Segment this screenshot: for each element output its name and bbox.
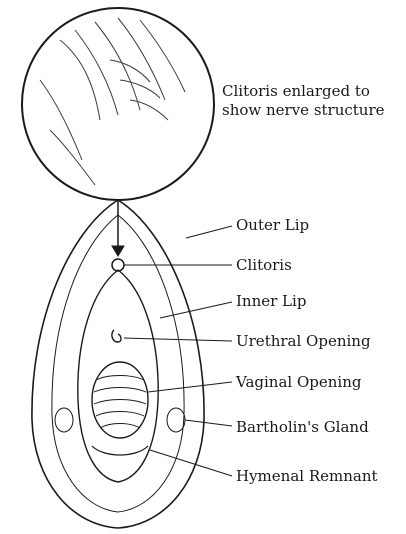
inset-nerve-texture bbox=[40, 18, 185, 185]
label-urethral-opening: Urethral Opening bbox=[236, 332, 371, 350]
label-outer-lip: Outer Lip bbox=[236, 216, 309, 234]
label-hymenal-remnant: Hymenal Remnant bbox=[236, 467, 378, 485]
inset-circle-outline bbox=[22, 8, 214, 200]
leader-hymenal-remnant bbox=[150, 450, 232, 476]
leader-bartholins-gland bbox=[185, 420, 232, 426]
inset-connector bbox=[112, 200, 124, 256]
connector-arrow-icon bbox=[112, 246, 124, 256]
label-bartholins-gland: Bartholin's Gland bbox=[236, 418, 369, 436]
inset-caption: Clitoris enlarged to show nerve structur… bbox=[222, 82, 385, 120]
bartholin-gland-left bbox=[55, 408, 73, 432]
label-clitoris: Clitoris bbox=[236, 256, 292, 274]
vaginal-opening-marker bbox=[92, 362, 148, 438]
inset-magnifier bbox=[22, 8, 214, 200]
leader-outer-lip bbox=[186, 226, 232, 238]
leader-vaginal-opening bbox=[148, 382, 232, 392]
leader-lines bbox=[124, 226, 232, 476]
vaginal-opening-contours bbox=[94, 376, 146, 429]
inset-caption-line1: Clitoris enlarged to bbox=[222, 82, 385, 101]
label-inner-lip: Inner Lip bbox=[236, 292, 306, 310]
label-vaginal-opening: Vaginal Opening bbox=[236, 373, 361, 391]
urethral-marker bbox=[112, 330, 121, 342]
hymenal-remnant-marker bbox=[92, 446, 148, 455]
inset-caption-line2: show nerve structure bbox=[222, 101, 385, 120]
bartholin-gland-right bbox=[167, 408, 185, 432]
